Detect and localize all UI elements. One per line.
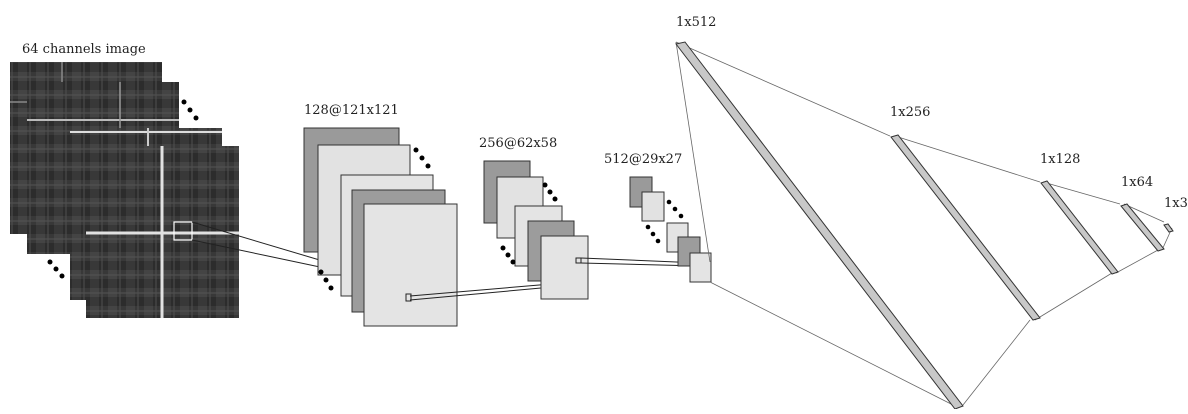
conv3-label: 512@29x27 [604,152,682,167]
fc3-layer: 1x128 [1040,152,1119,275]
fc-connections [675,41,1173,406]
conv1-dots [318,147,431,291]
fc5-layer: 1x3 [1163,196,1188,233]
projection-conv1-conv2 [409,282,564,301]
fc1-layer: 1x512 [675,15,964,410]
fc1-label: 1x512 [676,15,716,30]
conv1-label: 128@121x121 [304,103,399,118]
input-label: 64 channels image [22,42,146,57]
conv3-block: 512@29x27 [604,152,712,283]
fc5-label: 1x3 [1164,196,1188,211]
conv2-dots [500,182,558,265]
fc4-layer: 1x64 [1120,175,1165,252]
conv2-block: 256@62x58 [479,136,589,300]
fc2-label: 1x256 [890,105,930,120]
conv2-label: 256@62x58 [479,136,557,151]
conv3-dots [645,199,684,244]
fc3-label: 1x128 [1040,152,1080,167]
fc4-label: 1x64 [1121,175,1153,190]
input-image-stack: 64 channels image [10,42,239,318]
stack-ellipsis-dots [47,99,199,279]
heatmap-4 [86,146,239,318]
conv1-block: 128@121x121 [303,103,458,327]
fc2-layer: 1x256 [890,105,1041,321]
